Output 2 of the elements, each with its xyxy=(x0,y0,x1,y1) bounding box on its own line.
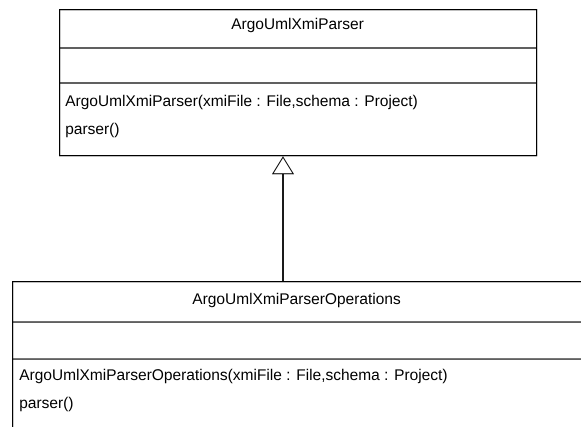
class-box: ArgoUmlXmiParserOperations ArgoUmlXmiParserOperations(xmiFile : File,schema : Project) parser() xyxy=(12,280,581,427)
class-box: ArgoUmlXmiParser ArgoUmlXmiParser(xmiFile : File,schema : Project) parser() xyxy=(59,9,538,156)
